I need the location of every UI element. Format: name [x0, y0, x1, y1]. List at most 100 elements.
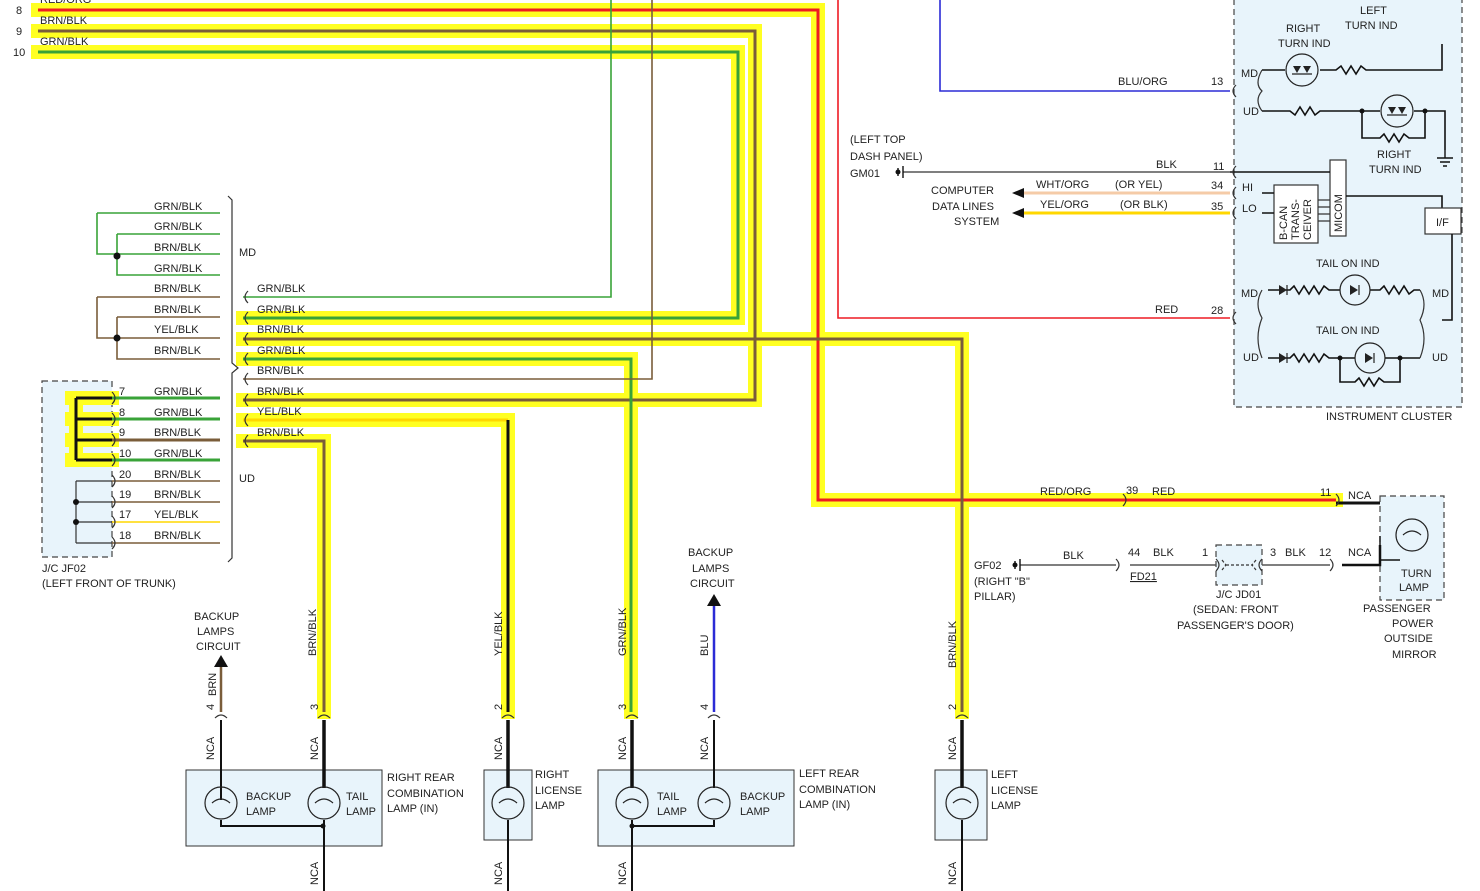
instrument-cluster-box [1233, 0, 1463, 408]
jf02-ud-color: BRN/BLK [154, 530, 202, 542]
nca-label: NCA [617, 861, 629, 885]
nca-label: NCA [947, 861, 959, 885]
mirror-wire-blk: BLK [1063, 550, 1084, 562]
transceiver-label: TRANS- [1290, 199, 1302, 240]
arrow-up-icon [707, 594, 721, 606]
lamp-pin: 2 [493, 704, 505, 710]
cluster-lo-tag: LO [1242, 203, 1257, 215]
right-rear-lamp-label: COMBINATION [387, 788, 464, 800]
jf02-output-color: GRN/BLK [257, 304, 306, 316]
jd01-label: J/C JD01 [1216, 589, 1261, 601]
wire-yel-org-label: YEL/ORG [1040, 199, 1089, 211]
mirror-pin-12: 12 [1319, 547, 1331, 559]
computer-data-label: COMPUTER [931, 185, 994, 197]
left-rear-lamp-label: LEFT REAR [799, 768, 859, 780]
jf02-ud-color: GRN/BLK [154, 386, 203, 398]
cluster-pin: 28 [1211, 305, 1223, 317]
jf02-md-tag: MD [239, 247, 256, 259]
cluster-md-tag: MD [1241, 288, 1258, 300]
turn-lamp-label: TURN [1401, 568, 1432, 580]
backup-lamp-label: BACKUP [740, 791, 785, 803]
right-license-lamp-label: RIGHT [535, 769, 570, 781]
jd01-label: PASSENGER'S DOOR) [1177, 620, 1294, 632]
cluster-pin: 34 [1211, 180, 1223, 192]
jf02-output-color: BRN/BLK [257, 365, 305, 377]
jf02-ud-pin: 18 [119, 530, 131, 542]
jf02-md-color-3: BRN/BLK [154, 242, 202, 254]
fd21-connector: FD21 [1130, 571, 1157, 583]
backup-circuit-label: CIRCUIT [690, 578, 735, 590]
mirror-box [1379, 495, 1445, 601]
jf02-md-color-6: BRN/BLK [154, 304, 202, 316]
tail-on-ind-label: TAIL ON IND [1316, 258, 1380, 270]
jf02-ud-color: BRN/BLK [154, 469, 202, 481]
cluster-right-turn-label: RIGHT [1286, 23, 1321, 35]
left-license-lamp-label: LICENSE [991, 785, 1038, 797]
jd01-label: (SEDAN: FRONT [1193, 604, 1279, 616]
nca-label: NCA [947, 736, 959, 760]
gf02-location: (RIGHT "B" [974, 576, 1030, 588]
tail-lamp-label: LAMP [346, 806, 376, 818]
jf02-output-color: BRN/BLK [257, 324, 305, 336]
top-wire-grn-blk: GRN/BLK [40, 36, 89, 48]
jf02-ud-tag: UD [239, 473, 255, 485]
cluster-internal [1230, 44, 1462, 388]
mirror-label: MIRROR [1392, 649, 1437, 661]
backup-circuit-label: BACKUP [194, 611, 239, 623]
wire-yel-blk-label: YEL/BLK [493, 611, 505, 656]
backup-circuit-label: BACKUP [688, 547, 733, 559]
left-rear-lamp-label: LAMP (IN) [799, 799, 850, 811]
top-pin-9: 9 [16, 26, 22, 38]
cluster-left-turn-label: TURN IND [1345, 20, 1398, 32]
wire-brn-label: BRN [207, 673, 219, 696]
wire-or-blk-label: (OR BLK) [1120, 199, 1168, 211]
mirror-label: PASSENGER [1363, 603, 1431, 615]
jf02-md-color-7: YEL/BLK [154, 324, 199, 336]
nca-label: NCA [205, 736, 217, 760]
gm01-location: (LEFT TOP [850, 134, 906, 146]
right-rear-lamp-box [185, 769, 383, 847]
jf02-ud-pin: 17 [119, 509, 131, 521]
gm01-location: DASH PANEL) [850, 151, 923, 163]
wire-or-yel-label: (OR YEL) [1115, 179, 1162, 191]
top-wire-red-org: RED/ORG [40, 0, 91, 6]
jf02-md-color-4: GRN/BLK [154, 263, 203, 275]
backup-circuit-label: LAMPS [197, 626, 234, 638]
tail-on-ind-label: TAIL ON IND [1316, 325, 1380, 337]
jf02-output-color: BRN/BLK [257, 427, 305, 439]
right-license-lamp-label: LICENSE [535, 785, 582, 797]
jf02-md-color-2: GRN/BLK [154, 221, 203, 233]
left-license-lamp-label: LEFT [991, 769, 1018, 781]
computer-data-label: SYSTEM [954, 216, 999, 228]
jf02-ud-pin: 9 [119, 427, 125, 439]
gm01-id: GM01 [850, 168, 880, 180]
if-label: I/F [1436, 217, 1449, 229]
top-pin-10: 10 [13, 47, 25, 59]
jf02-ud-color: GRN/BLK [154, 407, 203, 419]
lamp-pin: 2 [947, 704, 959, 710]
jf02-ud-color: YEL/BLK [154, 509, 199, 521]
mirror-nca: NCA [1348, 547, 1372, 559]
computer-data-label: DATA LINES [932, 201, 994, 213]
jd01-pin-1: 1 [1202, 547, 1208, 559]
jf02-ud-pin: 19 [119, 489, 131, 501]
cluster-right-turn-label: TURN IND [1369, 164, 1422, 176]
cluster-left-turn-label: LEFT [1360, 5, 1387, 17]
nca-label: NCA [309, 861, 321, 885]
tail-lamp-label: TAIL [346, 791, 368, 803]
top-wire-brn-blk: BRN/BLK [40, 15, 88, 27]
jf02-pin-brackets [111, 391, 116, 550]
transceiver-label: CEIVER [1302, 199, 1314, 240]
mirror-label: OUTSIDE [1384, 633, 1433, 645]
cluster-right-turn-label: TURN IND [1278, 38, 1331, 50]
gf02-location: PILLAR) [974, 591, 1016, 603]
tail-lamp-label: LAMP [657, 806, 687, 818]
backup-lamp-label: LAMP [740, 806, 770, 818]
jf02-md-color-8: BRN/BLK [154, 345, 202, 357]
right-rear-lamp-label: RIGHT REAR [387, 772, 455, 784]
backup-circuit-label: CIRCUIT [196, 641, 241, 653]
jf02-ud-wires [73, 396, 220, 544]
turn-lamp-label: LAMP [1399, 582, 1429, 594]
left-rear-lamp-label: COMBINATION [799, 784, 876, 796]
